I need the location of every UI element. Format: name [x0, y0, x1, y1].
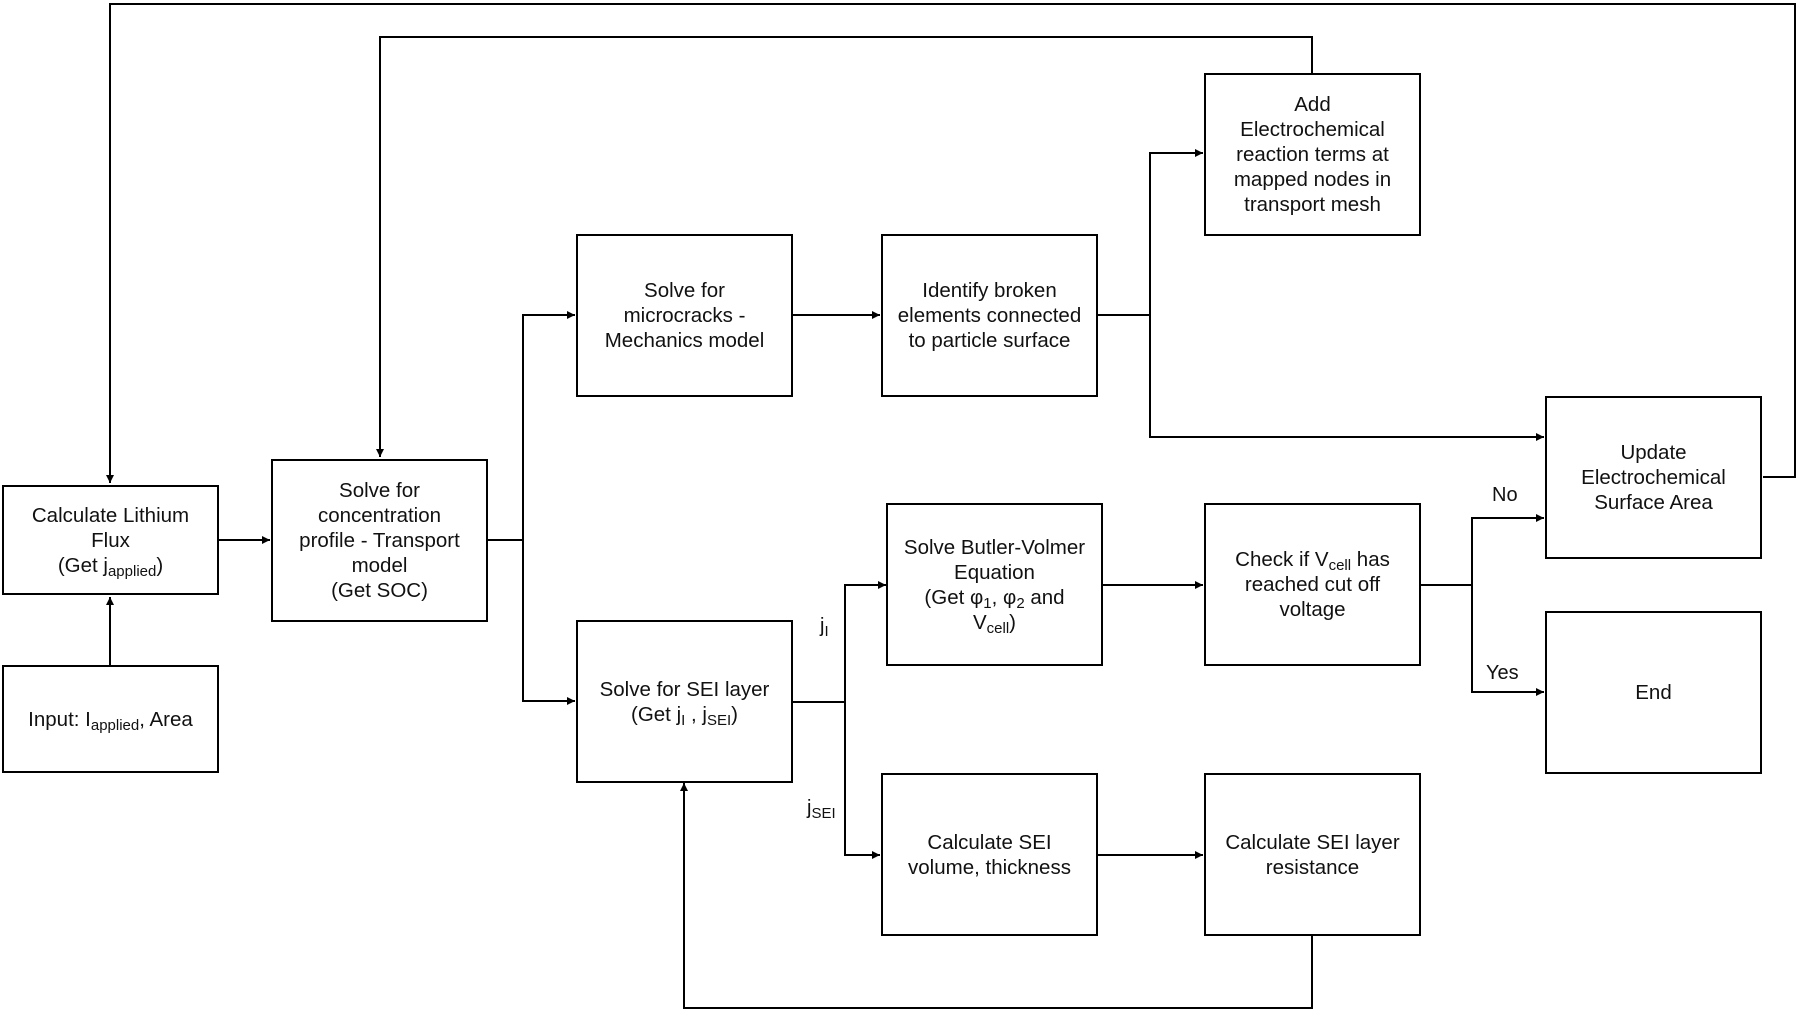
edge-resistance-to-sei: [680, 783, 1313, 1009]
edge-check-to-update: [1471, 514, 1544, 585]
node-check-cutoff-voltage: Check if Vcell has reached cut off volta…: [1204, 503, 1421, 666]
edge-sei-to-butler: [844, 581, 886, 702]
node-update-surface-area: Update Electrochemical Surface Area: [1545, 396, 1762, 559]
node-mechanics-model: Solve for microcracks - Mechanics model: [576, 234, 793, 397]
label-no: No: [1492, 484, 1518, 506]
node-butler-volmer: Solve Butler-Volmer Equation (Get φ1, φ2…: [886, 503, 1103, 666]
node-solve-sei-layer: Solve for SEI layer (Get jI , jSEI): [576, 620, 793, 783]
node-transport-model: Solve for concentration profile - Transp…: [271, 459, 488, 622]
edge-check-to-end: [1471, 585, 1544, 696]
node-sei-layer-resistance: Calculate SEI layer resistance: [1204, 773, 1421, 936]
edge-split-to-mechanics: [522, 311, 575, 540]
node-sei-volume-thickness: Calculate SEI volume, thickness: [881, 773, 1098, 936]
edge-sei-to-volume: [844, 702, 880, 859]
label-j-sei: jSEI: [807, 797, 836, 822]
label-j-i: jI: [820, 615, 829, 640]
label-yes: Yes: [1486, 662, 1519, 684]
edge-update-to-flux: [106, 3, 1796, 483]
edge-broken-to-update: [1149, 315, 1544, 441]
edge-add-to-transport: [376, 36, 1313, 457]
node-calculate-lithium-flux: Calculate Lithium Flux (Get japplied): [2, 485, 219, 595]
node-input: Input: Iapplied, Area: [2, 665, 219, 773]
edge-broken-to-add: [1149, 149, 1203, 315]
edge-split-to-sei: [522, 540, 575, 705]
node-end: End: [1545, 611, 1762, 774]
node-identify-broken-elements: Identify broken elements connected to pa…: [881, 234, 1098, 397]
node-add-reaction-terms: Add Electrochemical reaction terms at ma…: [1204, 73, 1421, 236]
